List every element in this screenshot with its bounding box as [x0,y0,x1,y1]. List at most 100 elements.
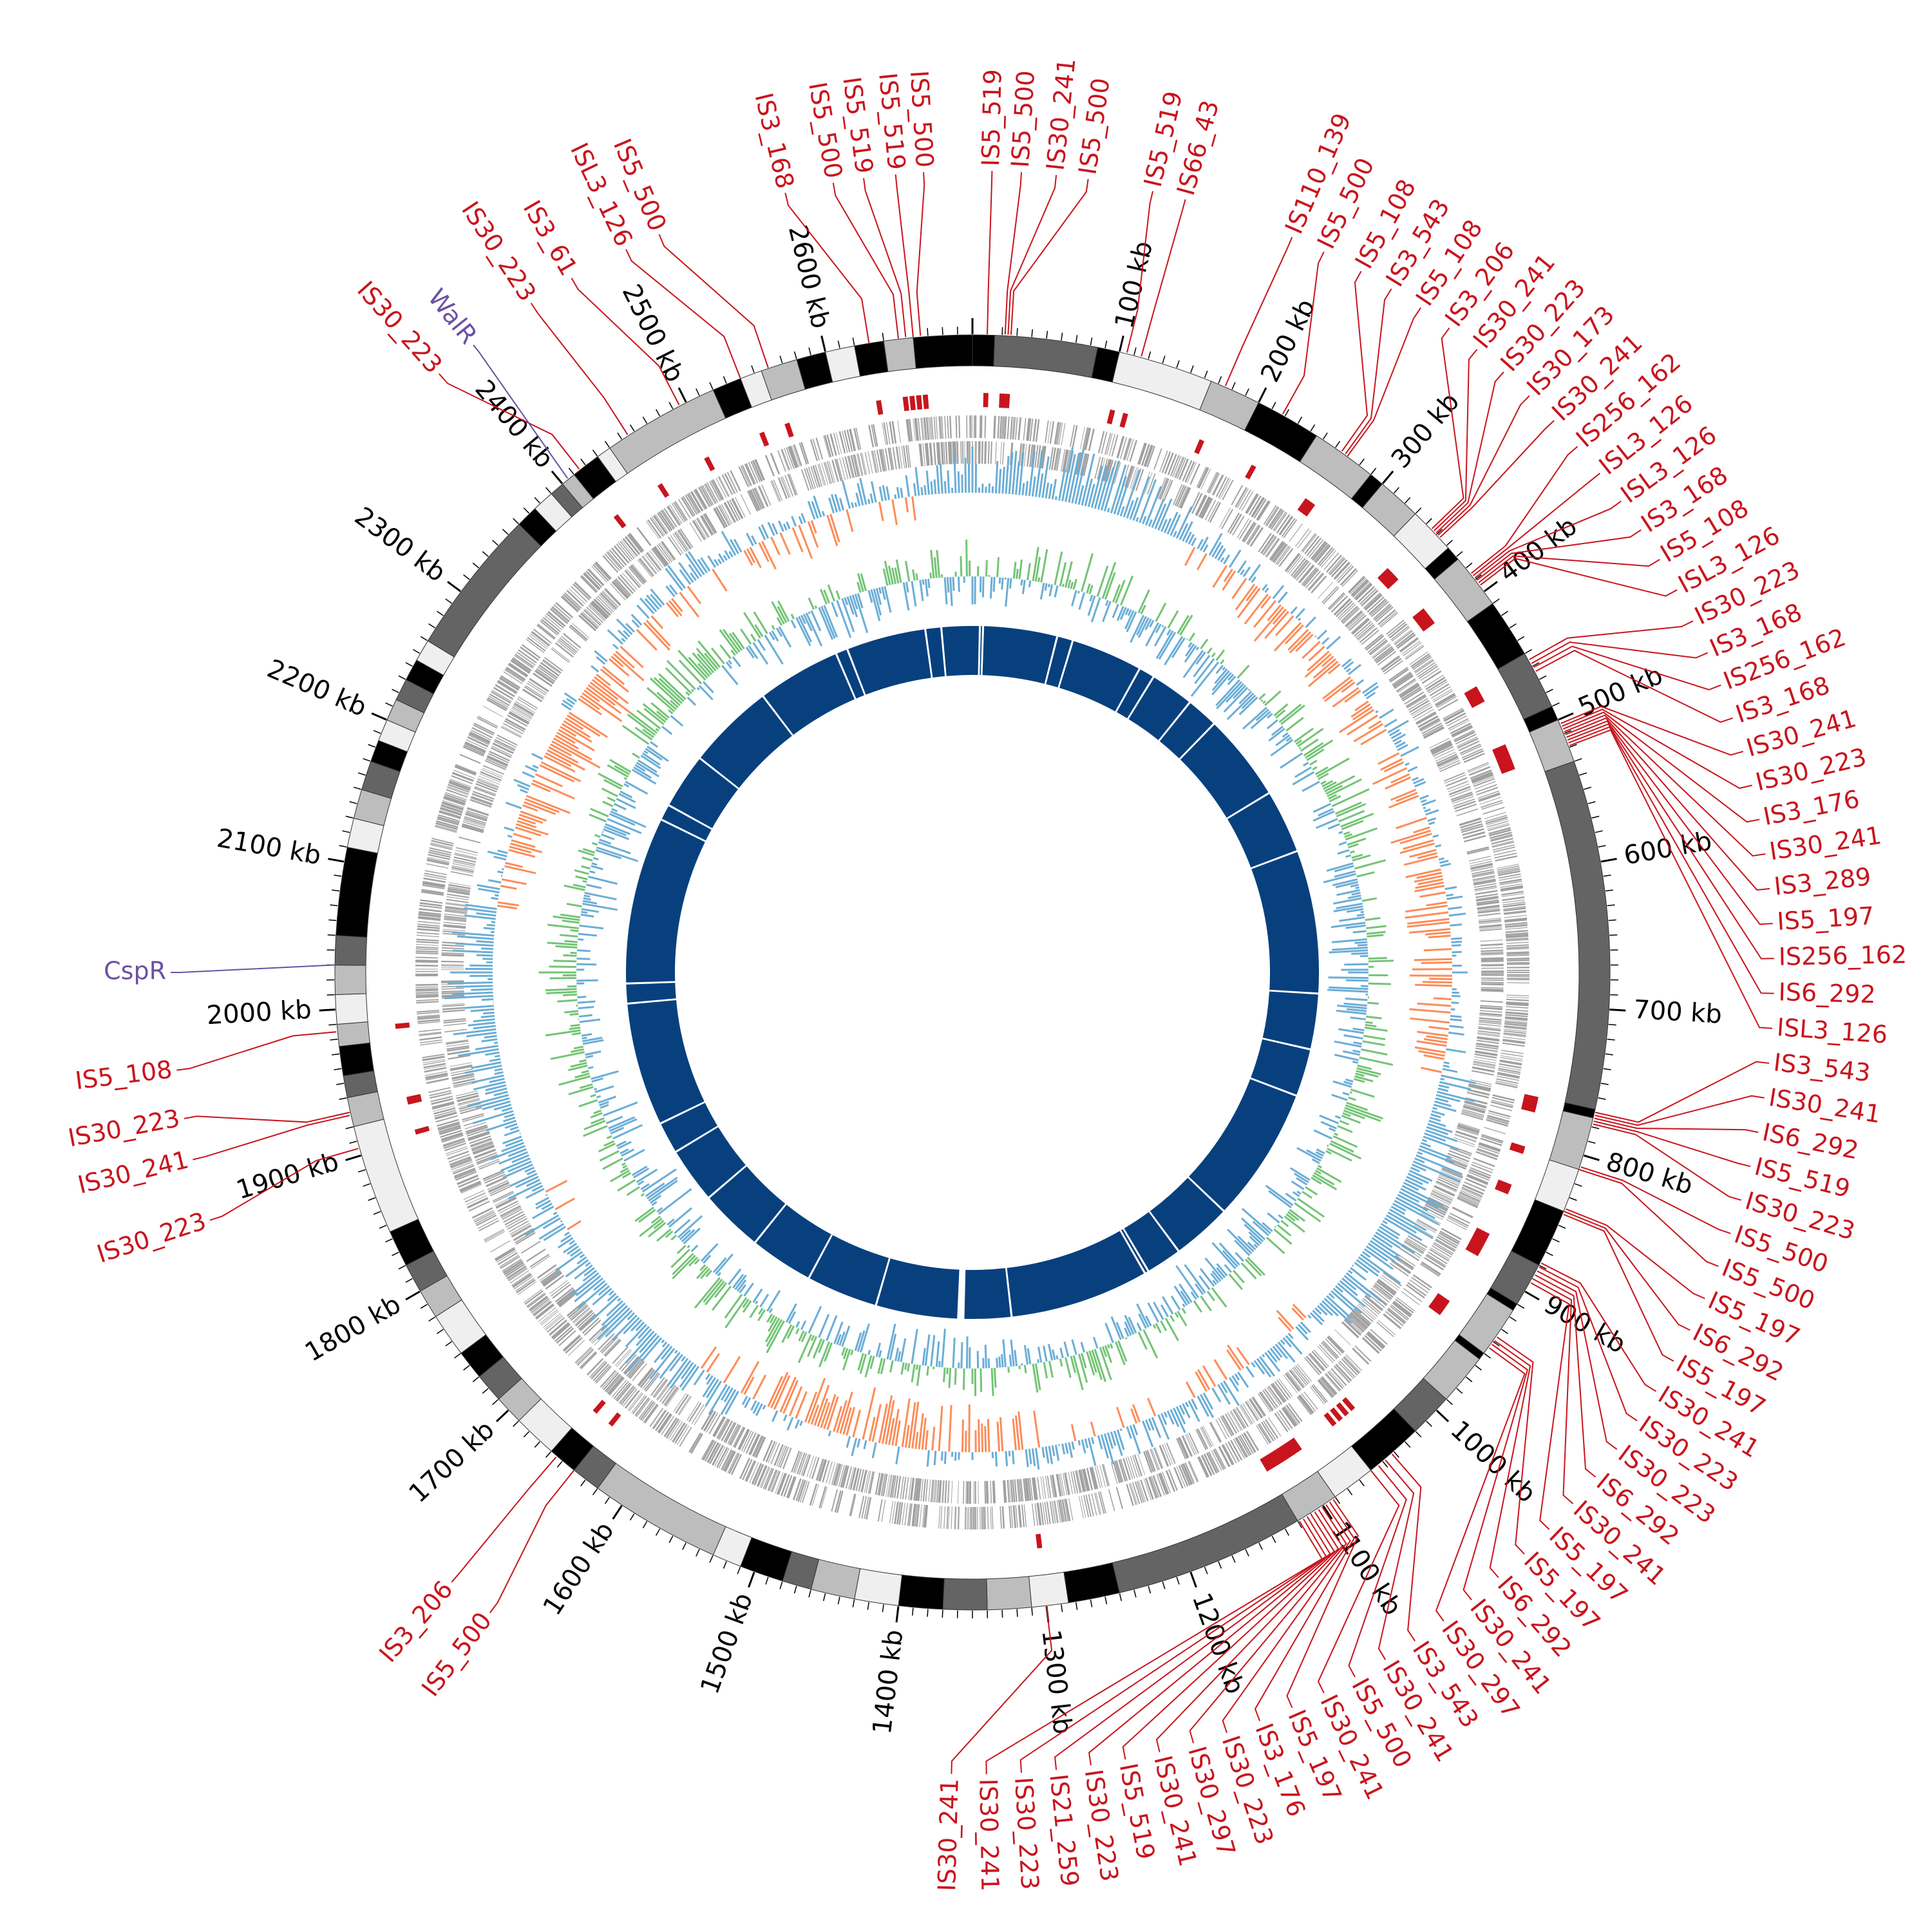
gene-minus-strand [1284,553,1300,572]
gc-content-bar [753,611,768,634]
gene-minus-strand [1083,1468,1090,1492]
gc-content-bar [867,590,873,603]
gene-minus-strand [1195,1429,1207,1450]
gc-skew-bar [1422,981,1452,984]
gc-skew-bar [1419,794,1429,800]
gc-content-bar [574,869,589,875]
gc-skew-bar [706,1379,719,1399]
gene-plus-strand [1436,696,1457,708]
gene-plus-strand [424,870,448,876]
minor-tick [1607,1038,1615,1041]
gene-plus-strand [427,858,450,864]
gc-skew-bar [1323,1298,1352,1324]
gene-plus-strand [1061,422,1066,446]
gene-plus-strand [1152,1475,1162,1497]
gene-plus-strand [1378,609,1396,625]
gc-content-bar [1018,1365,1021,1370]
gene-minus-strand [1440,1171,1462,1180]
gene-minus-strand [566,1300,585,1316]
gc-skew-bar [1417,878,1444,886]
gene-plus-strand [494,1247,515,1260]
gene-minus-strand [1444,1160,1466,1170]
gene-plus-strand [694,489,707,509]
gene-plus-strand [671,503,685,523]
gene-minus-strand [1340,605,1358,623]
gene-plus-strand [1506,996,1530,999]
gene-plus-strand [1493,849,1517,856]
gc-skew-bar [1197,553,1208,571]
gene-minus-strand [716,1418,728,1439]
gene-plus-strand [1209,473,1220,494]
gene-minus-strand [893,1475,899,1499]
gene-minus-strand [1434,1185,1455,1196]
gene-minus-strand [612,580,629,598]
gene-plus-strand [428,849,451,856]
gene-minus-strand [495,737,516,748]
gc-content-bar [579,1018,601,1023]
gc-skew-bar [904,497,909,513]
gene-plus-strand [444,1142,466,1151]
gene-minus-strand [1122,1458,1130,1481]
gene-plus-strand [467,1197,489,1209]
gene-minus-strand [1406,1237,1426,1251]
gene-minus-strand [975,441,977,464]
gc-content-bar [602,800,614,808]
gc-content-bar [655,728,659,732]
gc-content-bar [1241,1217,1266,1240]
gene-plus-strand [984,415,987,439]
gene-plus-strand [430,842,453,849]
gene-minus-strand [1027,444,1031,467]
gc-content-bar [582,857,593,862]
gene-minus-strand [1444,774,1466,784]
gc-skew-bar [1309,1312,1323,1325]
gc-skew-bar [569,1248,582,1257]
gc-content-bar [1352,854,1371,862]
gene-plus-strand [440,1132,463,1141]
gene-plus-strand [1367,1331,1386,1348]
gc-content-bar [1065,1357,1072,1378]
gene-plus-strand [446,1148,468,1156]
gc-content-bar [798,616,813,643]
gc-skew-bar [488,879,502,884]
gene-minus-strand [1473,1062,1496,1067]
minor-tick [428,1316,436,1322]
gene-plus-strand [1034,1503,1039,1526]
gc-skew-bar [1321,656,1334,667]
minor-tick [779,355,783,364]
gc-content-bar [640,1183,650,1191]
minor-tick [1090,337,1093,346]
tick-label: 2100 kb [214,824,323,871]
gene-minus-strand [1041,446,1046,469]
gc-skew-bar [953,455,957,493]
ideogram-segment [942,1578,988,1611]
gene-plus-strand [602,555,619,573]
gene-minus-strand [1367,1293,1385,1308]
gc-content-bar [1173,1285,1188,1306]
gc-content-bar [641,1168,677,1193]
gc-content-bar [1009,1354,1012,1367]
minor-tick [472,1376,479,1383]
gc-skew-bar [1448,1031,1464,1036]
gc-content-bar [667,1218,675,1226]
gene-plus-strand [1481,1133,1504,1142]
gc-skew-bar [1126,1426,1132,1439]
gene-plus-strand [1405,644,1423,659]
gene-plus-strand [1469,766,1491,776]
gene-plus-strand [426,1075,448,1081]
gc-content-bar [563,954,577,957]
gene-minus-strand [504,1213,526,1226]
gene-plus-strand [580,1352,597,1369]
minor-tick [1284,409,1290,417]
gc-skew-bar [834,494,842,512]
gene-plus-strand [914,418,919,441]
gene-minus-strand [866,1470,871,1493]
gene-minus-strand [1371,1287,1390,1303]
gc-content-bar [954,1368,957,1385]
gene-minus-strand [474,786,497,795]
gc-content-bar [1155,1323,1162,1334]
gene-minus-strand [454,852,477,858]
gene-minus-strand [1068,1472,1074,1495]
gc-content-bar [1063,1341,1070,1358]
gene-plus-strand [1072,425,1078,448]
gene-minus-strand [470,1139,493,1148]
